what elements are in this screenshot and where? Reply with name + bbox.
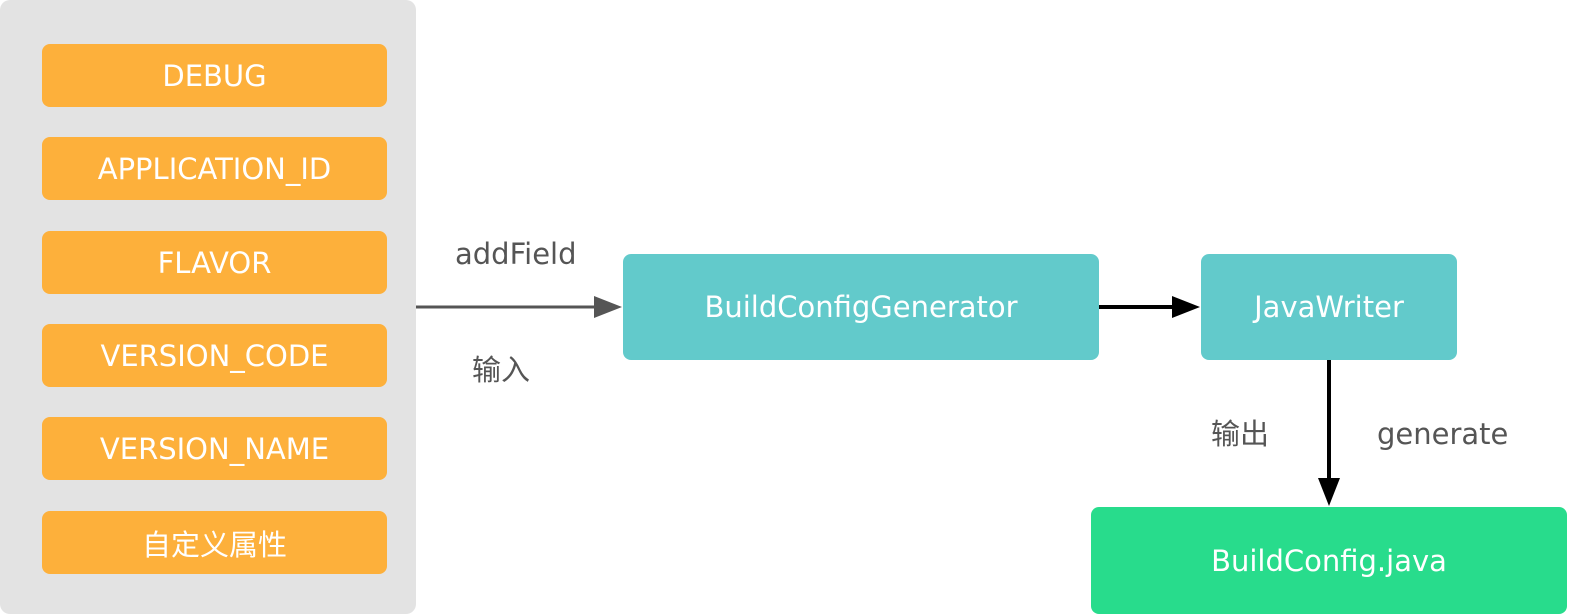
writer-arrow	[1099, 296, 1200, 318]
build-config-java-node: BuildConfig.java	[1091, 507, 1567, 614]
field-label: FLAVOR	[157, 245, 272, 280]
field-box: DEBUG	[42, 44, 387, 107]
field-box: VERSION_CODE	[42, 324, 387, 387]
generate-label: generate	[1377, 417, 1509, 451]
input-arrow	[416, 296, 622, 318]
field-label: 自定义属性	[141, 527, 287, 562]
node-label: JavaWriter	[1254, 290, 1404, 324]
field-label: VERSION_CODE	[100, 338, 329, 373]
output-arrow	[1318, 360, 1340, 506]
output-label: 输出	[1211, 417, 1270, 451]
java-writer-node: JavaWriter	[1201, 254, 1457, 360]
build-config-generator-node: BuildConfigGenerator	[623, 254, 1099, 360]
field-box: 自定义属性	[42, 511, 387, 574]
add-field-label: addField	[455, 237, 577, 271]
field-box: VERSION_NAME	[42, 417, 387, 480]
field-label: VERSION_NAME	[99, 431, 330, 466]
node-label: BuildConfigGenerator	[704, 290, 1018, 324]
node-label: BuildConfig.java	[1211, 543, 1447, 578]
input-label: 输入	[472, 353, 531, 387]
field-label: APPLICATION_ID	[97, 151, 332, 186]
field-box: FLAVOR	[42, 231, 387, 294]
input-fields-panel: DEBUG APPLICATION_ID FLAVOR VERSION_CODE…	[0, 0, 416, 614]
field-label: DEBUG	[162, 58, 267, 93]
field-box: APPLICATION_ID	[42, 137, 387, 200]
